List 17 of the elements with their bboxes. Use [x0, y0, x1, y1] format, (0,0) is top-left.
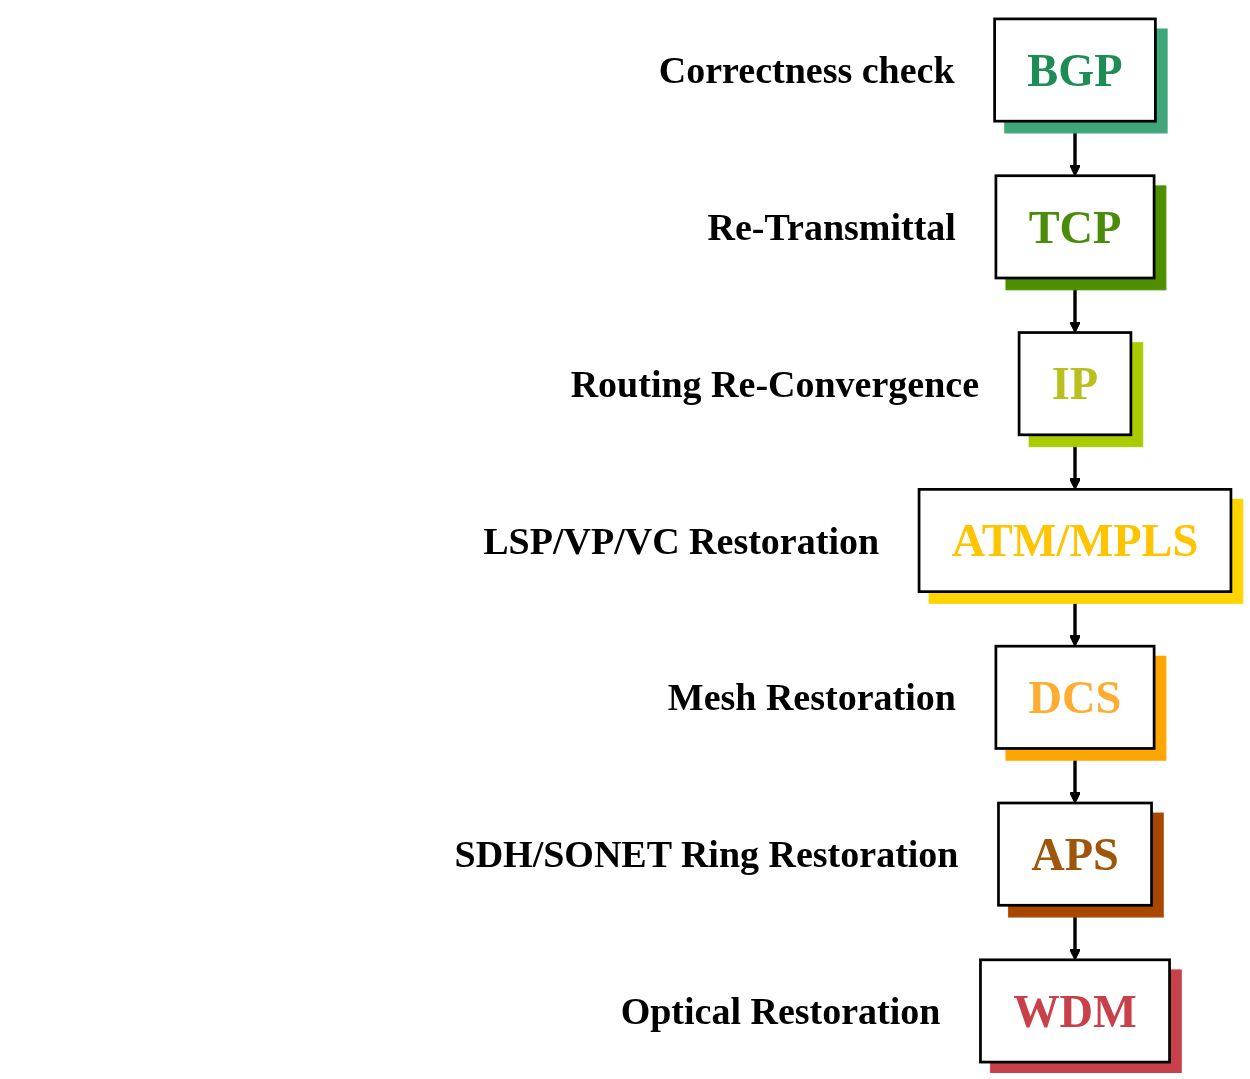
node-box: IP — [1017, 331, 1133, 437]
arrow — [1069, 591, 1081, 647]
node-box: DCS — [994, 644, 1156, 750]
layer-label: SDH/SONET Ring Restoration — [454, 832, 959, 877]
layer-label: Correctness check — [658, 48, 955, 93]
layer-label: Re-Transmittal — [707, 204, 956, 249]
layer-label: Routing Re-Convergence — [570, 361, 980, 406]
node-box: WDM — [979, 958, 1171, 1064]
arrow — [1069, 434, 1081, 490]
node-box: ATM/MPLS — [917, 488, 1233, 593]
layer-label: Mesh Restoration — [667, 675, 956, 720]
layer-label: LSP/VP/VC Restoration — [483, 518, 880, 563]
node-box: BGP — [993, 17, 1157, 123]
node-box: TCP — [994, 174, 1156, 280]
layer-label: Optical Restoration — [620, 988, 941, 1033]
node-box: APS — [997, 801, 1153, 907]
arrow — [1069, 748, 1081, 804]
